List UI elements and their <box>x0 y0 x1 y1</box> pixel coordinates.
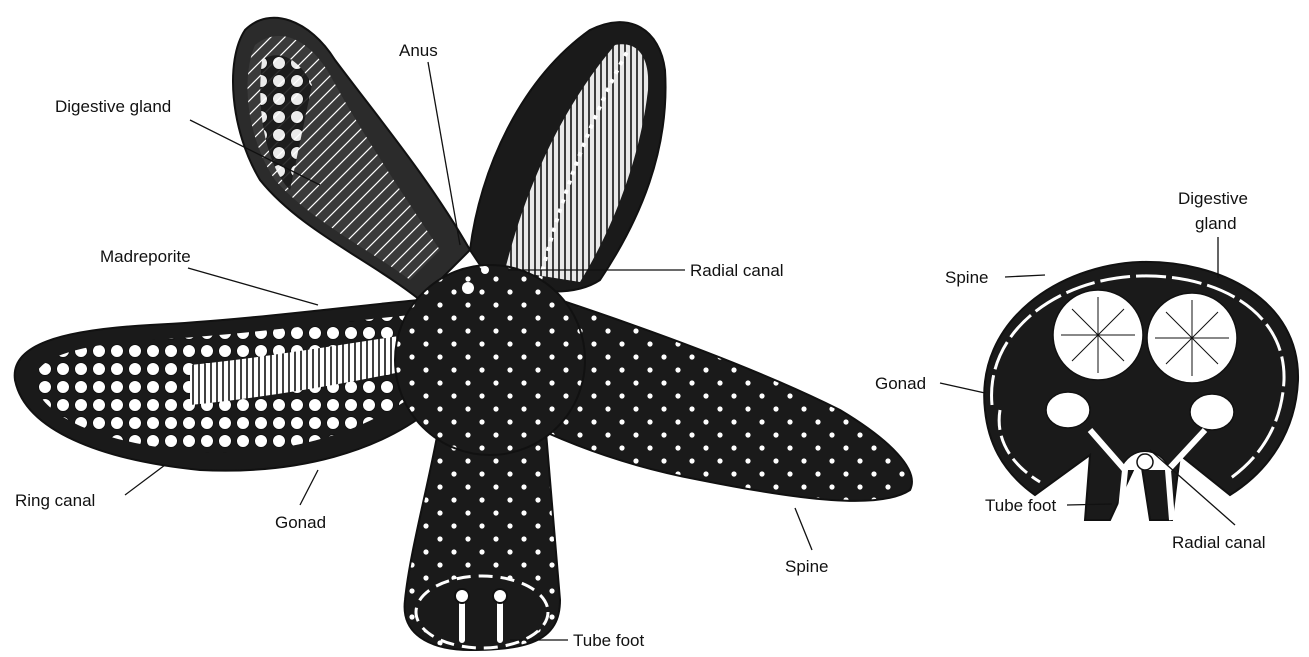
central-disc <box>395 265 585 455</box>
label-madreporite: Madreporite <box>100 247 191 266</box>
arm-cross-section <box>984 262 1298 520</box>
label-gonad: Gonad <box>275 513 326 532</box>
gonad-left <box>1046 392 1090 428</box>
label-ring-canal: Ring canal <box>15 491 95 510</box>
label-tube-foot: Tube foot <box>573 631 644 650</box>
cs-label-spine: Spine <box>945 268 988 287</box>
label-digestive-gland: Digestive gland <box>55 97 171 116</box>
label-radial-canal: Radial canal <box>690 261 784 280</box>
cs-label-tube-foot: Tube foot <box>985 496 1056 515</box>
cs-label-digestive-gland-1: Digestive <box>1178 189 1248 208</box>
gonad-right <box>1190 394 1234 430</box>
cs-label-digestive-gland-2: gland <box>1195 214 1237 233</box>
label-spine: Spine <box>785 557 828 576</box>
cs-label-radial-canal: Radial canal <box>1172 533 1266 552</box>
label-anus: Anus <box>399 41 438 60</box>
cross-section-body <box>984 262 1298 520</box>
cs-label-gonad: Gonad <box>875 374 926 393</box>
